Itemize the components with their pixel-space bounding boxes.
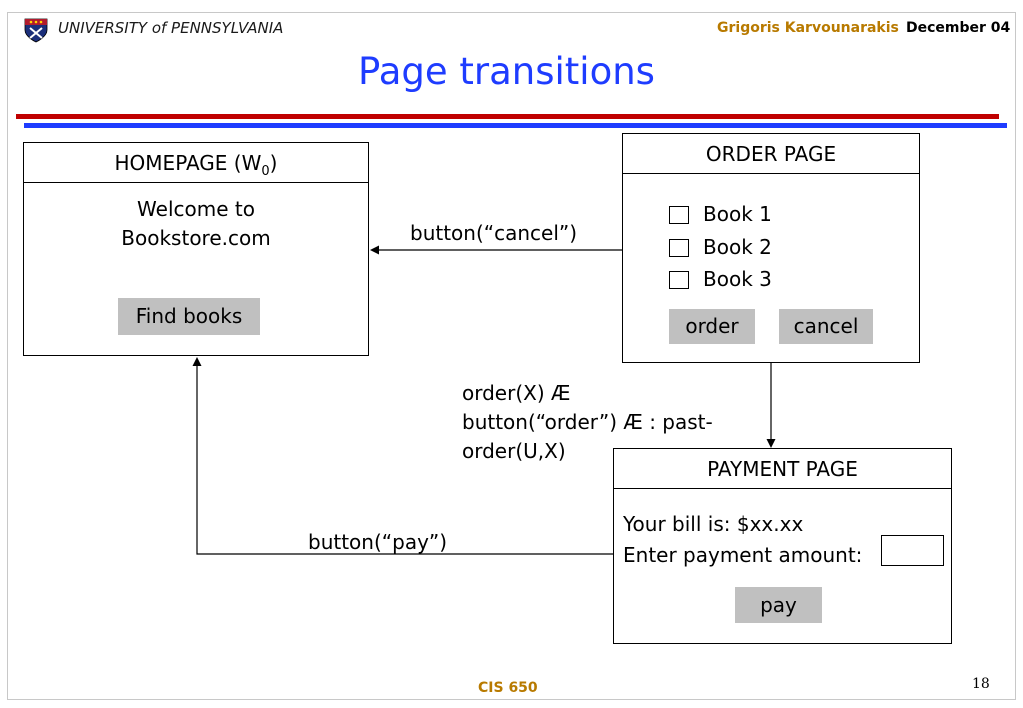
bill-amount-text: Your bill is: $xx.xx [623,512,804,536]
cancel-transition-label: button(“cancel”) [410,221,578,245]
presentation-date: December 04 [906,20,1011,36]
book-2-checkbox[interactable] [669,239,689,257]
pay-arrow-line [196,365,613,555]
order-arrowhead [766,439,776,448]
university-shield-icon [24,18,48,43]
author-name: Grigoris Karvounarakis [717,20,899,36]
pay-button[interactable]: pay [735,587,822,623]
slide-title: Page transitions [358,50,655,93]
pay-arrowhead [192,357,202,366]
book-1-label: Book 1 [703,202,772,226]
header-rule-red [16,114,999,119]
payment-amount-label: Enter payment amount: [623,543,863,567]
homepage-welcome-line1: Welcome to [137,197,255,221]
homepage-title: HOMEPAGE (W0) [24,143,368,183]
order-transition-label-line1: order(X) Æ [462,381,571,405]
book-3-checkbox[interactable] [669,271,689,289]
cancel-button[interactable]: cancel [779,309,873,344]
pay-transition-label: button(“pay”) [308,530,448,554]
course-code: CIS 650 [478,680,538,696]
order-page-title: ORDER PAGE [623,134,919,174]
payment-page-title: PAYMENT PAGE [614,449,951,489]
header-rule-blue [24,123,1007,128]
book-2-label: Book 2 [703,235,772,259]
payment-amount-input[interactable] [881,535,944,566]
institution-name: UNIVERSITY of PENNSYLVANIA [58,19,284,37]
order-transition-label-line3: order(U,X) [462,439,566,463]
page-number: 18 [972,676,990,692]
order-button[interactable]: order [669,309,755,344]
homepage-welcome-line2: Bookstore.com [121,226,271,250]
book-3-label: Book 3 [703,267,772,291]
find-books-button[interactable]: Find books [118,298,260,335]
slide-frame [7,12,1016,700]
book-1-checkbox[interactable] [669,206,689,224]
order-transition-label-line2: button(“order”) Æ : past- [462,410,713,434]
cancel-arrowhead [370,245,379,255]
